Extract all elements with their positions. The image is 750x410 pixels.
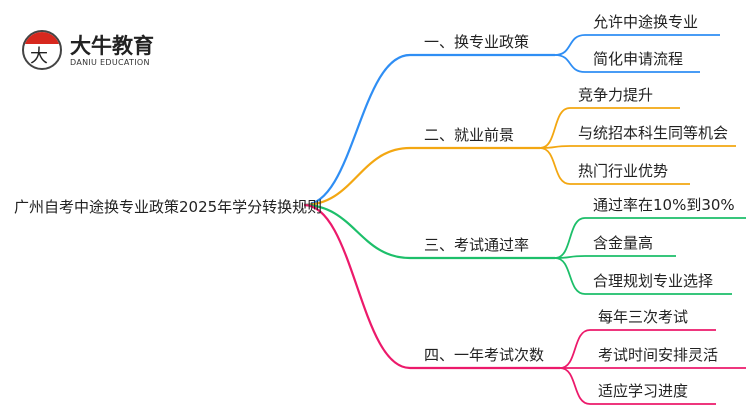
root-node[interactable]: 广州自考中途换专业政策2025年学分转换规则: [14, 198, 323, 216]
leaf-node[interactable]: 热门行业优势: [578, 162, 669, 180]
logo-glyph: 大牛: [30, 46, 48, 67]
branch-line: [303, 53, 555, 207]
leaf-line: [539, 147, 690, 185]
branch-node[interactable]: 四、一年考试次数: [424, 346, 545, 364]
leaf-node[interactable]: 考试时间安排灵活: [598, 346, 719, 364]
leaf-line: [539, 145, 736, 149]
leaf-node[interactable]: 简化申请流程: [593, 50, 684, 68]
leaf-node[interactable]: 通过率在10%到30%: [593, 196, 735, 214]
leaf-node[interactable]: 适应学习进度: [598, 382, 689, 400]
branch-node[interactable]: 一、换专业政策: [424, 33, 530, 51]
leaf-node[interactable]: 竞争力提升: [578, 86, 654, 104]
branch-line: [303, 146, 540, 207]
leaf-node[interactable]: 与统招本科生同等机会: [578, 124, 729, 142]
leaf-line: [539, 107, 680, 149]
logo-icon: 大牛: [22, 30, 62, 70]
branch-node[interactable]: 三、考试通过率: [424, 236, 530, 254]
branch-node[interactable]: 二、就业前景: [424, 126, 515, 144]
leaf-node[interactable]: 允许中途换专业: [593, 13, 699, 31]
brand-name-en: DANIU EDUCATION: [70, 58, 150, 67]
leaf-line: [554, 54, 700, 73]
leaf-line: [554, 257, 732, 295]
branch-line: [303, 203, 555, 260]
leaf-node[interactable]: 合理规划专业选择: [593, 272, 714, 290]
logo: 大牛 大牛教育 DANIU EDUCATION: [22, 28, 222, 76]
leaf-node[interactable]: 每年三次考试: [598, 308, 689, 326]
branch-line: [303, 203, 560, 370]
leaf-line: [559, 367, 716, 405]
leaf-line: [554, 34, 720, 56]
brand-name: 大牛教育: [70, 34, 154, 58]
leaf-node[interactable]: 含金量高: [593, 234, 654, 252]
leaf-line: [559, 329, 716, 369]
leaf-line: [554, 255, 676, 259]
leaf-line: [554, 217, 746, 259]
